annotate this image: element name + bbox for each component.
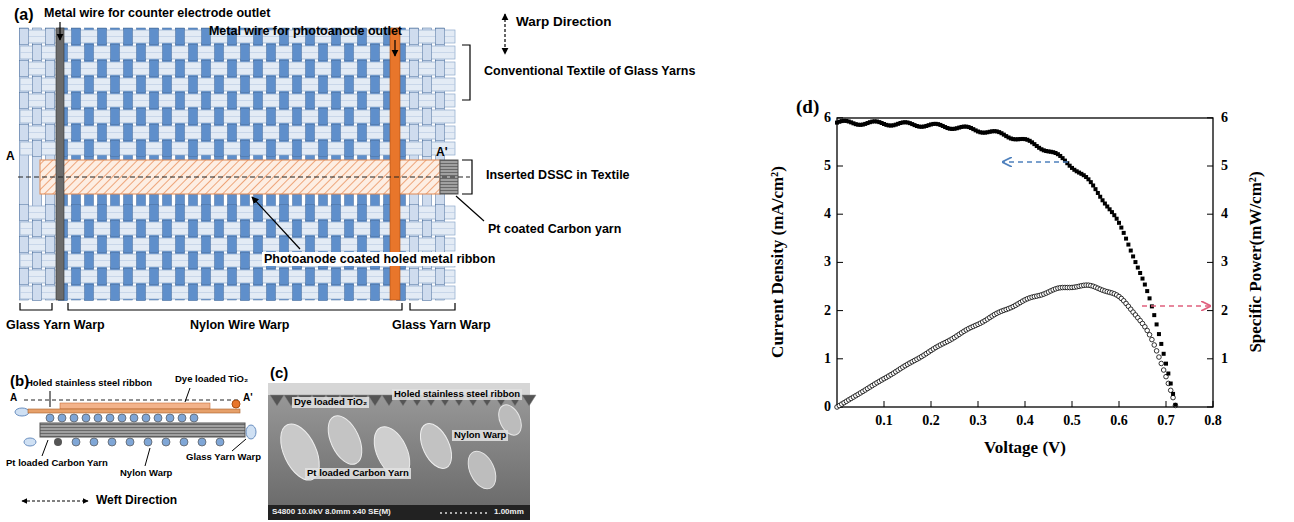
glass-yarn <box>15 408 29 416</box>
tick-label: 2 <box>824 303 831 319</box>
image-label: Nylon Warp <box>452 430 508 441</box>
axis-arrow <box>1142 305 1210 307</box>
tick-label: 3 <box>1221 254 1228 270</box>
tick-label: 0.7 <box>1157 413 1175 429</box>
tick-label: 5 <box>1221 158 1228 174</box>
direction-label: Warp Direction <box>516 14 612 30</box>
carbon-yarn <box>40 423 245 437</box>
section-mark: A' <box>436 146 448 160</box>
image-label: Dye loaded TiO₂ <box>292 397 369 408</box>
tick-label: 2 <box>1221 303 1228 319</box>
part-label: Photoanode coated holed metal ribbon <box>262 252 497 266</box>
part-label: Pt coated Carbon yarn <box>488 222 621 236</box>
glass-yarn <box>246 425 256 439</box>
tick-label: 1 <box>824 351 831 367</box>
tick-label: 0.4 <box>1016 413 1034 429</box>
tick-label: 0.5 <box>1063 413 1081 429</box>
bracket-label: Inserted DSSC in Textile <box>486 168 630 182</box>
axis-title: Current Density (mA/cm²) <box>768 166 788 358</box>
section-mark: A' <box>243 392 253 404</box>
tick-label: 0.2 <box>922 413 940 429</box>
panel-label: (d) <box>796 96 819 118</box>
image-label: Pt loaded Carbon Yarn <box>305 468 411 479</box>
section-line <box>18 176 470 177</box>
tick-label: 4 <box>824 206 831 222</box>
leader-lines <box>20 14 505 310</box>
panel-label: (c) <box>270 364 288 381</box>
tick-label: 6 <box>1221 110 1228 126</box>
warp-label: Glass Yarn Warp <box>6 318 105 332</box>
image-label: Holed stainless steel ribbon <box>392 389 522 400</box>
direction-label: Weft Direction <box>96 494 177 508</box>
part-label: Pt loaded Carbon Yarn <box>6 458 108 469</box>
counter-wire <box>54 438 62 446</box>
glass-yarn <box>24 438 36 446</box>
part-label: Dye loaded TiO₂ <box>175 374 248 385</box>
sem-info: S4800 10.0kV 8.0mm x40 SE(M) <box>272 507 391 516</box>
axis-title: Specific Power(mW/cm²) <box>1246 171 1266 352</box>
warp-label: Nylon Wire Warp <box>190 318 289 332</box>
panel-label: (a) <box>14 6 34 24</box>
tick-label: 0.3 <box>969 413 987 429</box>
bracket-label: Conventional Textile of Glass Yarns <box>484 64 695 78</box>
part-label: Metal wire for counter electrode outlet <box>44 6 270 20</box>
warp-label: Glass Yarn Warp <box>392 318 491 332</box>
tick-label: 0.1 <box>875 413 893 429</box>
tick-label: 3 <box>824 254 831 270</box>
axis-arrow <box>1003 161 1068 163</box>
part-label: Holed stainless steel ribbon <box>26 378 152 389</box>
tick-label: 0 <box>824 399 831 415</box>
section-mark: A <box>10 392 17 404</box>
sem-image <box>268 383 536 520</box>
sem-info: 1.00mm <box>494 507 524 516</box>
leader-lines <box>22 388 246 501</box>
axis-title: Voltage (V) <box>984 438 1066 458</box>
counter-wire <box>56 28 64 300</box>
tick-label: 0.6 <box>1110 413 1128 429</box>
plot-frame <box>837 118 1213 407</box>
tick-label: 5 <box>824 158 831 174</box>
photoanode-wire <box>232 400 240 408</box>
tio2-layer <box>60 403 210 409</box>
section-mark: A <box>6 150 15 164</box>
part-label: Glass Yarn Warp <box>186 452 261 463</box>
steel-ribbon <box>28 409 240 413</box>
part-label: Metal wire for photoanode outlet <box>209 24 402 38</box>
part-label: Nylon Warp <box>120 468 172 479</box>
tick-label: 0.8 <box>1204 413 1222 429</box>
section-line <box>24 400 240 401</box>
tick-label: 4 <box>1221 206 1228 222</box>
nylon-warps <box>46 414 224 446</box>
data-points <box>835 119 1178 410</box>
tick-label: 6 <box>824 110 831 126</box>
axis-ticks <box>837 118 1213 407</box>
tick-label: 1 <box>1221 351 1228 367</box>
